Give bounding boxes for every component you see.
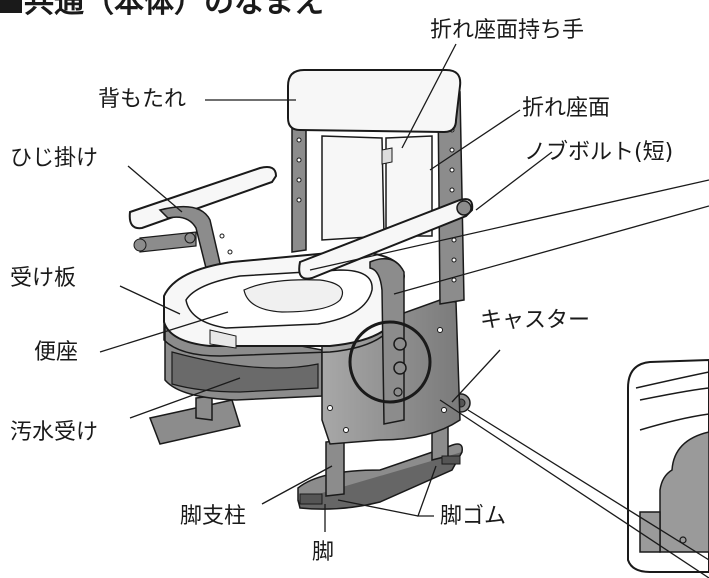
page-title-text: 共通（本体）のなまえ bbox=[24, 0, 324, 20]
folding-seat bbox=[321, 135, 433, 241]
left-armrest bbox=[128, 166, 278, 277]
label-armrest: ひじ掛け bbox=[10, 146, 99, 171]
legs bbox=[148, 395, 463, 510]
square-bullet-icon bbox=[0, 0, 22, 13]
label-knob-bolt-short: ノブボルト(短) bbox=[524, 140, 674, 165]
knob-bolts-highlight bbox=[348, 320, 432, 404]
label-folding-seat-handle: 折れ座面持ち手 bbox=[430, 18, 585, 43]
label-leg-post: 脚支柱 bbox=[180, 504, 247, 529]
toilet-seat bbox=[163, 250, 406, 357]
label-caster: キャスター bbox=[480, 308, 591, 333]
label-receiving-plate: 受け板 bbox=[10, 266, 77, 291]
page-title: 共通（本体）のなまえ bbox=[0, 0, 324, 20]
backrest-cushion bbox=[287, 69, 462, 134]
label-folding-seat: 折れ座面 bbox=[522, 96, 611, 121]
back-frame bbox=[291, 91, 465, 305]
label-waste-receptacle: 汚水受け bbox=[10, 420, 99, 445]
label-leg-rubber: 脚ゴム bbox=[440, 504, 507, 529]
label-toilet-seat: 便座 bbox=[34, 340, 79, 365]
zoom-inset bbox=[627, 358, 709, 573]
leader-lines bbox=[99, 43, 709, 578]
label-leg: 脚 bbox=[312, 540, 335, 565]
right-armrest bbox=[298, 198, 474, 425]
label-backrest: 背もたれ bbox=[98, 87, 187, 112]
